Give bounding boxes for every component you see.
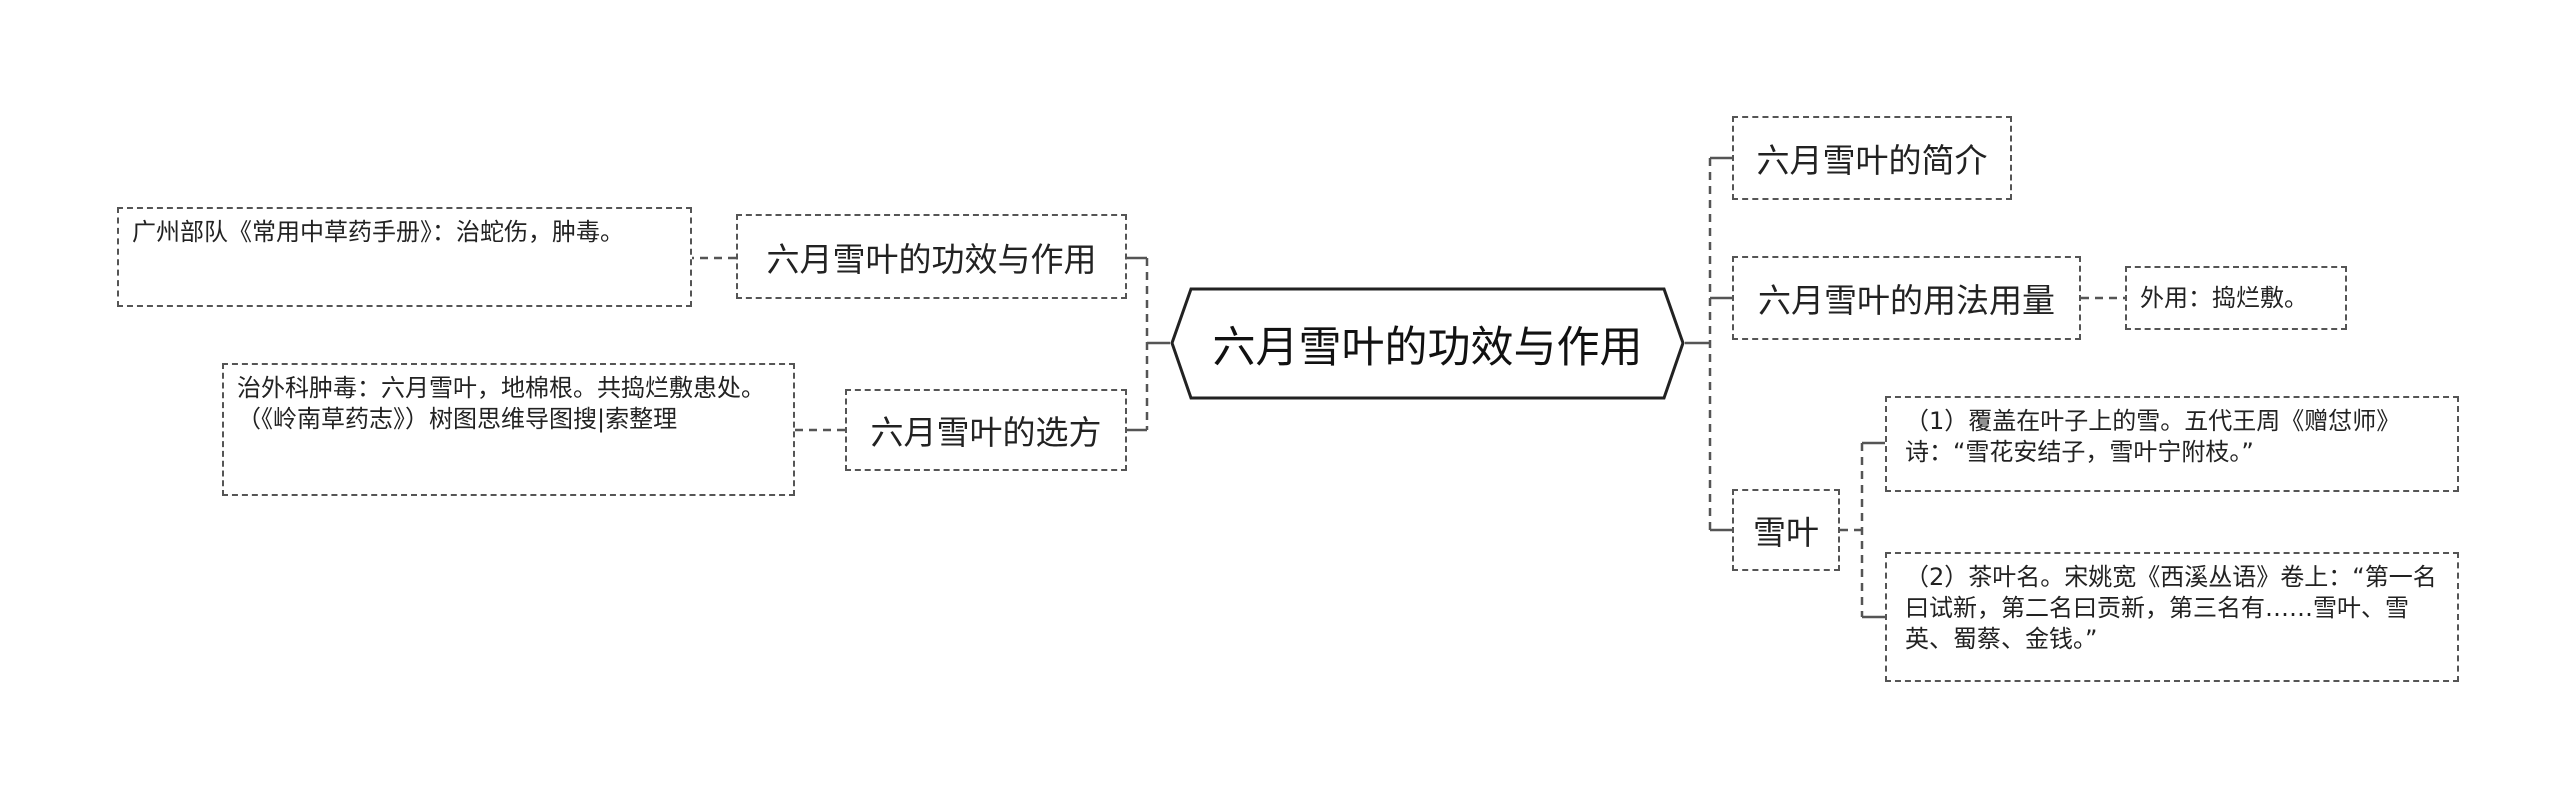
- leaf-right-snow-leaf-1[interactable]: （1）覆盖在叶子上的雪。五代王周《赠怤师》诗：“雪花安结子，雪叶宁附枝。”: [1885, 396, 2459, 492]
- branch-left-prescription[interactable]: 六月雪叶的选方: [845, 389, 1127, 471]
- leaf-text: 治外科肿毒：六月雪叶，地棉根。共捣烂敷患处。（《岭南草药志》）树图思维导图搜|索…: [237, 374, 765, 433]
- branch-right-snow-leaf[interactable]: 雪叶: [1732, 489, 1840, 571]
- leaf-text: 广州部队《常用中草药手册》：治蛇伤，肿毒。: [132, 218, 624, 246]
- root-node[interactable]: 六月雪叶的功效与作用: [1170, 287, 1685, 400]
- branch-label: 六月雪叶的选方: [870, 413, 1102, 452]
- leaf-left-effects-1[interactable]: 广州部队《常用中草药手册》：治蛇伤，肿毒。: [117, 207, 692, 307]
- branch-right-intro[interactable]: 六月雪叶的简介: [1732, 116, 2012, 200]
- branch-label: 雪叶: [1753, 513, 1819, 552]
- branch-right-dosage[interactable]: 六月雪叶的用法用量: [1732, 256, 2081, 340]
- branch-label: 六月雪叶的功效与作用: [766, 239, 1097, 279]
- leaf-right-snow-leaf-2[interactable]: （2）茶叶名。宋姚宽《西溪丛语》卷上：“第一名曰试新，第二名曰贡新，第三名有………: [1885, 552, 2459, 682]
- branch-left-effects[interactable]: 六月雪叶的功效与作用: [736, 214, 1127, 299]
- leaf-text: （2）茶叶名。宋姚宽《西溪丛语》卷上：“第一名曰试新，第二名曰贡新，第三名有………: [1905, 563, 2437, 653]
- leaf-left-prescription-1[interactable]: 治外科肿毒：六月雪叶，地棉根。共捣烂敷患处。（《岭南草药志》）树图思维导图搜|索…: [222, 363, 795, 496]
- leaf-text: （1）覆盖在叶子上的雪。五代王周《赠怤师》诗：“雪花安结子，雪叶宁附枝。”: [1905, 407, 2401, 466]
- root-label: 六月雪叶的功效与作用: [1212, 322, 1643, 373]
- leaf-right-dosage-1[interactable]: 外用：捣烂敷。: [2125, 266, 2347, 330]
- branch-label: 六月雪叶的简介: [1756, 141, 1988, 180]
- branch-label: 六月雪叶的用法用量: [1758, 281, 2055, 320]
- leaf-text: 外用：捣烂敷。: [2140, 283, 2308, 312]
- root-hexagon: [1170, 287, 1685, 400]
